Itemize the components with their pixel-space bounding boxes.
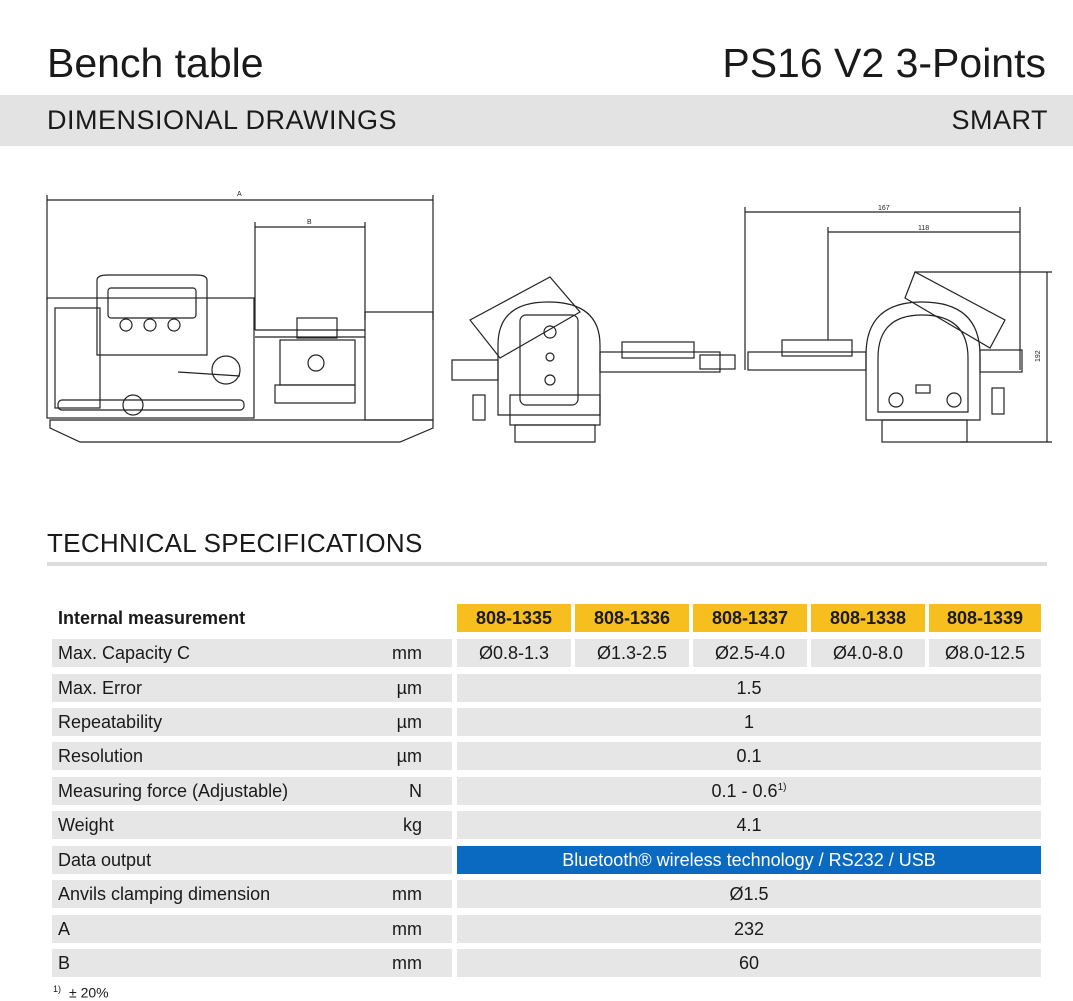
drawings-svg: A B 167 118 192: [46, 191, 1052, 443]
table-header-row: Internal measurement 808-1335 808-1336 8…: [47, 604, 1047, 632]
row-label-text: Max. Capacity C: [58, 643, 191, 663]
capacity-value: Ø0.8-1.3: [457, 639, 571, 667]
table-row: Resolution µm 0.1: [47, 742, 1047, 770]
capacity-value: Ø2.5-4.0: [693, 639, 807, 667]
table-row: Anvils clamping dimension mm Ø1.5: [47, 880, 1047, 908]
capacity-value: Ø1.3-2.5: [575, 639, 689, 667]
table-row: Measuring force (Adjustable) N 0.1 - 0.61…: [47, 777, 1047, 805]
base-plate: [49, 419, 434, 443]
table-row: Weight kg 4.1: [47, 811, 1047, 839]
dim-label-b: B: [307, 219, 312, 226]
variant-label: SMART: [951, 105, 1048, 135]
row-label: Weight kg: [52, 811, 452, 839]
capacity-value: Ø8.0-12.5: [929, 639, 1041, 667]
main-housing: [46, 297, 255, 419]
row-value: 60: [457, 949, 1041, 977]
row-unit: mm: [392, 953, 422, 973]
row-value: 1.5: [457, 674, 1041, 702]
model-header: 808-1336: [575, 604, 689, 632]
model-header: 808-1335: [457, 604, 571, 632]
row-label: Anvils clamping dimension mm: [52, 880, 452, 908]
divider: [47, 562, 1047, 566]
side-housing: [364, 311, 434, 421]
row-label: Repeatability µm: [52, 708, 452, 736]
section-title: DIMENSIONAL DRAWINGS: [47, 105, 398, 135]
row-unit: N: [409, 781, 422, 801]
probe-arm: [747, 351, 867, 371]
row-unit: mm: [392, 884, 422, 904]
row-label: Measuring force (Adjustable) N: [52, 777, 452, 805]
row-unit: mm: [392, 643, 422, 663]
section-band: DIMENSIONAL DRAWINGS SMART: [0, 95, 1073, 146]
model-header: 808-1339: [929, 604, 1041, 632]
spec-heading: TECHNICAL SPECIFICATIONS: [47, 528, 423, 558]
row-label: Data output: [52, 846, 452, 874]
row-unit: kg: [402, 815, 422, 835]
row-label-text: B: [58, 953, 71, 973]
row-unit: mm: [392, 919, 422, 939]
model-header: 808-1338: [811, 604, 925, 632]
footnote-text: ± 20%: [69, 984, 109, 1001]
row-unit: µm: [396, 746, 422, 766]
model-header: 808-1337: [693, 604, 807, 632]
page-title: Bench table: [47, 40, 264, 86]
row-label: Max. Error µm: [52, 674, 452, 702]
footnote: 1) ± 20%: [53, 984, 109, 1001]
front-housing: [497, 301, 601, 416]
rear-housing: [865, 301, 981, 421]
display-unit: [96, 274, 208, 356]
row-value: 232: [457, 915, 1041, 943]
table-row: Max. Error µm 1.5: [47, 674, 1047, 702]
footnote-mark: 1): [53, 984, 62, 994]
product-name: PS16 V2 3-Points: [722, 40, 1046, 86]
row-label-text: Measuring force (Adjustable): [58, 781, 289, 801]
force-value: 0.1 - 0.6: [711, 781, 778, 801]
row-label-text: A: [58, 919, 71, 939]
row-value: 0.1 - 0.61): [457, 777, 1041, 805]
row-label-text: Weight: [58, 815, 114, 835]
row-label-text: Anvils clamping dimension: [58, 884, 271, 904]
capacity-value: Ø4.0-8.0: [811, 639, 925, 667]
data-output-value: Bluetooth® wireless technology / RS232 /…: [457, 846, 1041, 874]
rear-display: [904, 271, 1006, 349]
adjust-knob: [122, 394, 144, 416]
header-label: Internal measurement: [58, 608, 246, 628]
display-panel-tilted: [469, 276, 581, 359]
row-label: Resolution µm: [52, 742, 452, 770]
row-value: Ø1.5: [457, 880, 1041, 908]
row-label-text: Data output: [58, 850, 152, 870]
table-row: Repeatability µm 1: [47, 708, 1047, 736]
dim-label-192: 192: [1035, 350, 1042, 362]
row-label: Max. Capacity C mm: [52, 639, 452, 667]
row-label-text: Repeatability: [58, 712, 163, 732]
row-unit: µm: [396, 678, 422, 698]
dim-label-118: 118: [918, 225, 929, 232]
table-row: Max. Capacity C mm Ø0.8-1.3 Ø1.3-2.5 Ø2.5…: [47, 639, 1047, 667]
row-label-text: Max. Error: [58, 678, 143, 698]
row-value: 1: [457, 708, 1041, 736]
row-value: 0.1: [457, 742, 1041, 770]
dimensional-drawings: A B 167 118 192: [0, 180, 1073, 460]
row-value: 4.1: [457, 811, 1041, 839]
row-label-text: Resolution: [58, 746, 144, 766]
dim-label-167: 167: [878, 205, 890, 212]
table-row: Data output Bluetooth® wireless technolo…: [47, 846, 1047, 874]
rear-base: [881, 419, 968, 443]
footnote-ref: 1): [777, 782, 787, 793]
dim-label-a: A: [237, 191, 242, 198]
row-unit: µm: [396, 712, 422, 732]
